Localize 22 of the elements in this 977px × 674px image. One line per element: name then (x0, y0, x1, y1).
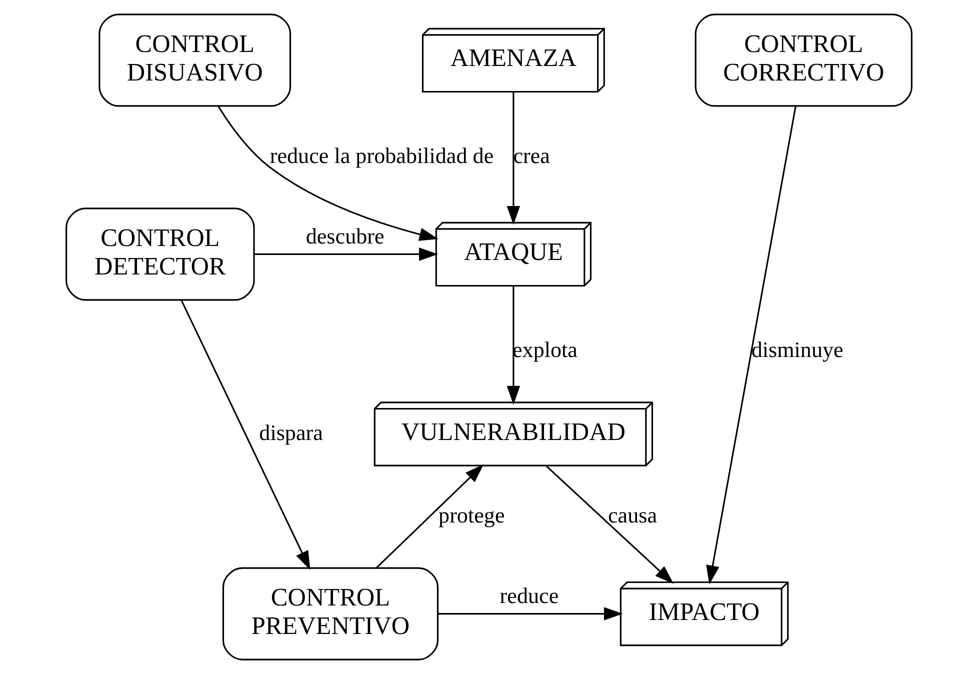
arrow (376, 464, 484, 568)
arrow (438, 607, 622, 620)
edge-label: protege (438, 502, 504, 528)
arrow (180, 300, 310, 570)
arrow (506, 286, 520, 405)
edge-label: dispara (258, 420, 322, 445)
edge-label: causa (608, 502, 657, 528)
node-box: CONTROL DISUASIVO (98, 14, 291, 107)
edge-label: disminuye (750, 337, 843, 362)
edge-label: reduce (499, 583, 558, 608)
edge-label: reduce la probabilidad de (269, 143, 494, 168)
node-box: CONTROL CORRECTIVO (694, 14, 912, 107)
arrow (254, 248, 438, 261)
arrow (216, 106, 438, 241)
arrow (706, 106, 796, 584)
edge-label: descubre (305, 223, 384, 248)
node-box: CONTROL PREVENTIVO (222, 567, 438, 660)
arrow (506, 92, 520, 225)
edge-label: crea (512, 143, 550, 168)
edge-label: explota (512, 337, 577, 362)
arrow (545, 465, 674, 584)
node-box: CONTROL DETECTOR (65, 208, 254, 301)
